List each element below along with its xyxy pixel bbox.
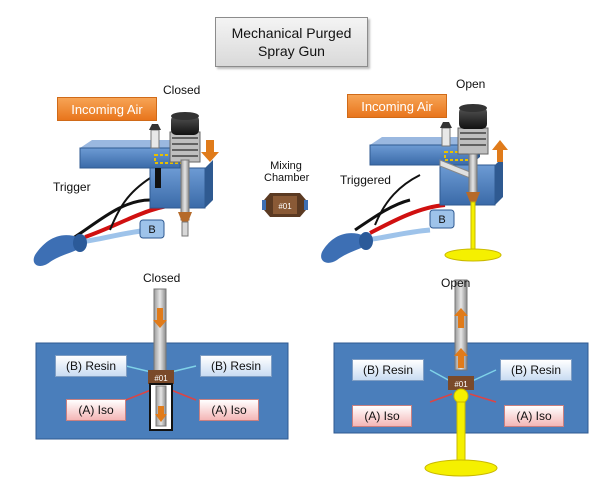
- needle: [180, 159, 190, 221]
- hose-black: [69, 198, 151, 242]
- mixing-code: #01: [278, 202, 292, 211]
- top-left-gun: B: [33, 112, 219, 266]
- chamber-code-open: #01: [454, 380, 468, 389]
- chamber-code-closed: #01: [154, 374, 168, 383]
- up-arrow-icon: [492, 140, 508, 162]
- diagram-title: Mechanical Purged Spray Gun: [215, 17, 368, 67]
- bottom-left-assembly: #01: [125, 288, 197, 431]
- mixing-chamber-icon: #01: [262, 193, 308, 217]
- title-line-1: Mechanical Purged: [231, 25, 352, 41]
- iso-box-left-open: (A) Iso: [352, 405, 412, 427]
- bottom-closed-label: Closed: [143, 271, 181, 285]
- b-fitting-label-open: B: [438, 214, 445, 226]
- triggered-label: Triggered: [340, 173, 391, 187]
- top-right-gun: B: [321, 104, 508, 263]
- iso-box-left-closed: (A) Iso: [66, 399, 126, 421]
- bottom-open-label: Open: [441, 276, 471, 290]
- mixing-line-2: Chamber: [264, 172, 310, 184]
- knob: [171, 115, 199, 135]
- top-closed-label: Closed: [163, 83, 201, 97]
- down-arrow-icon: [201, 140, 219, 162]
- trigger-label: Trigger: [53, 180, 91, 194]
- incoming-air-label-open: Incoming Air: [347, 94, 447, 118]
- bottom-right-assembly: #01: [424, 279, 498, 477]
- incoming-air-label-closed: Incoming Air: [57, 97, 157, 121]
- resin-box-right-closed: (B) Resin: [200, 355, 272, 377]
- hose-glove: [33, 235, 80, 266]
- b-fitting-label: B: [148, 224, 155, 236]
- resin-box-left-closed: (B) Resin: [55, 355, 127, 377]
- trigger-wire: [109, 174, 156, 231]
- resin-box-right-open: (B) Resin: [500, 359, 572, 381]
- resin-box-left-open: (B) Resin: [352, 359, 424, 381]
- iso-box-right-closed: (A) Iso: [199, 399, 259, 421]
- title-line-2: Spray Gun: [258, 43, 325, 59]
- mixing-line-1: Mixing: [270, 160, 302, 172]
- gun-body-top: [80, 140, 190, 148]
- top-open-label: Open: [456, 77, 486, 91]
- mixing-chamber-label: Mixing Chamber: [264, 160, 310, 184]
- gun-body: [79, 147, 181, 169]
- iso-box-right-open: (A) Iso: [504, 405, 564, 427]
